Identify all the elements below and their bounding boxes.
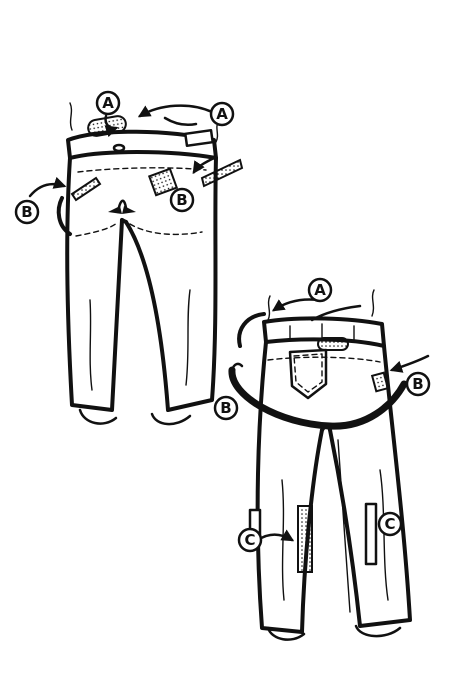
svg-text:C: C	[384, 515, 395, 533]
label-front-b-right: B	[169, 187, 195, 213]
label-back-a: A	[307, 277, 333, 303]
front-view-pants	[28, 102, 244, 426]
back-view-pants	[228, 289, 430, 641]
svg-text:B: B	[176, 191, 187, 209]
svg-text:B: B	[21, 203, 32, 221]
label-front-a-left: A	[95, 90, 121, 116]
label-back-c-left: C	[237, 527, 263, 553]
label-front-a-right: A	[209, 101, 235, 127]
label-front-b-left: B	[14, 199, 40, 225]
label-back-b-right: B	[405, 371, 431, 397]
svg-text:A: A	[216, 105, 228, 123]
svg-text:C: C	[244, 531, 255, 549]
svg-text:A: A	[102, 94, 114, 112]
label-back-b-left: B	[213, 395, 239, 421]
label-back-c-right: C	[377, 511, 403, 537]
svg-text:B: B	[220, 399, 231, 417]
svg-text:A: A	[314, 281, 326, 299]
svg-text:B: B	[412, 375, 423, 393]
